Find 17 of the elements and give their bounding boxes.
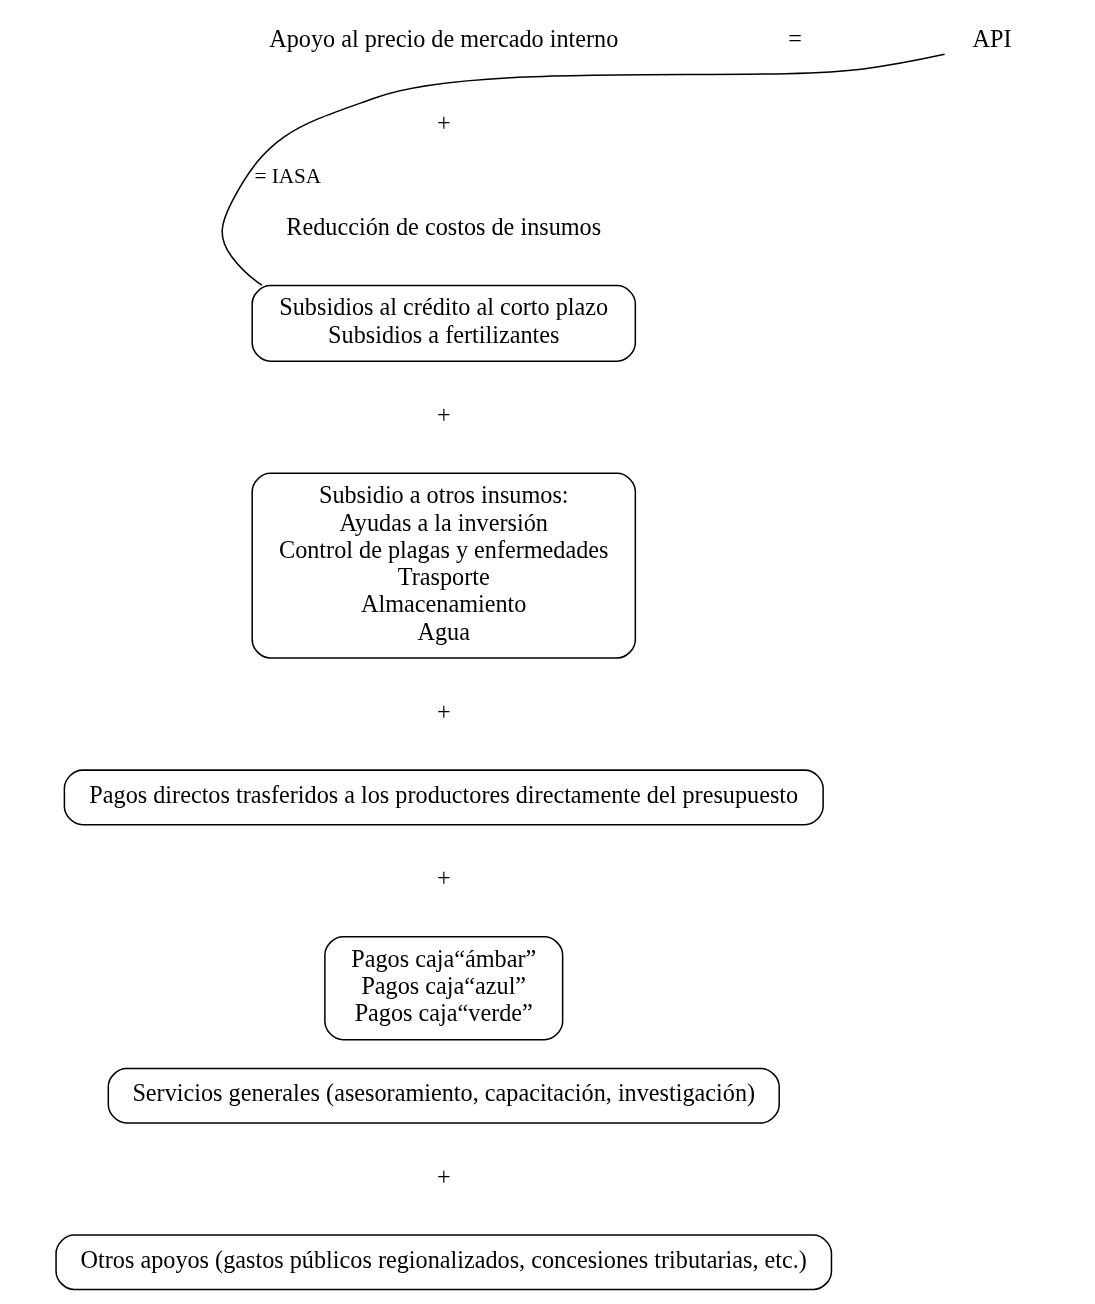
label: Reducción de costos de insumos	[286, 213, 602, 241]
label: +	[436, 1162, 451, 1190]
label: +	[436, 108, 451, 136]
node-box: Subsidios al crédito al corto plazo Subsidios a fertilizantes	[251, 284, 637, 362]
node-text: API	[972, 25, 1012, 53]
node-box: Pagos directos trasferidos a los productores directamente del presupuesto	[63, 769, 824, 826]
node-box: Pagos caja“ámbar” Pagos caja“azul” Pagos caja“verde”	[324, 935, 564, 1041]
label: +	[436, 697, 451, 725]
node-box: Subsidio a otros insumos: Ayudas a la inversión Control de plagas y enfermedades Trasporte Almacenamiento Agua	[251, 472, 637, 659]
label: +	[436, 401, 451, 429]
connector	[221, 53, 946, 286]
edge-label: = IASA	[254, 163, 322, 188]
label: +	[436, 864, 451, 892]
node-box: Servicios generales (asesoramiento, capacitación, investigación)	[107, 1067, 780, 1124]
label: =	[788, 25, 802, 53]
node-box: Otros apoyos (gastos públicos regionalizados, concesiones tributarias, etc.)	[55, 1234, 833, 1291]
label: Apoyo al precio de mercado interno	[269, 25, 619, 53]
